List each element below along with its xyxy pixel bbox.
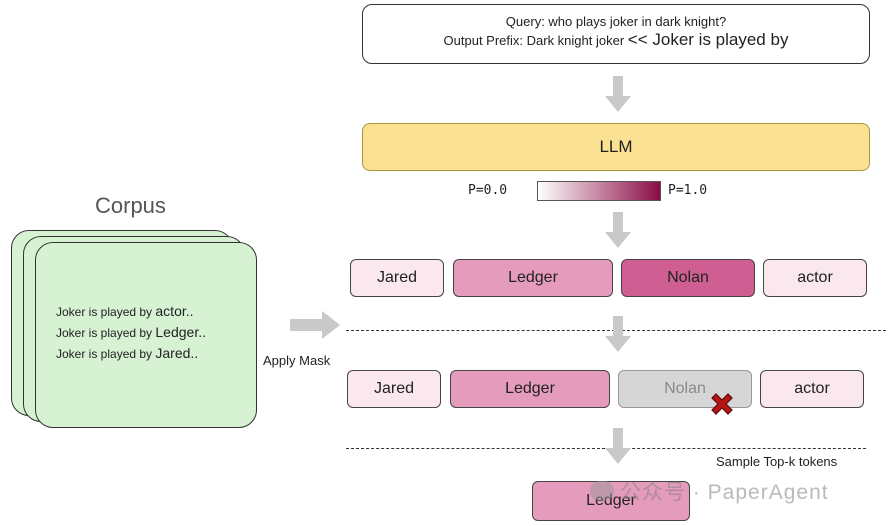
token-label: actor [794,380,830,397]
arrow-down-icon [605,428,631,464]
sentence-word: Jared.. [155,345,199,361]
corpus-card-front [35,242,257,428]
watermark: 公众号 · PaperAgent [590,476,829,506]
arrow-down-icon [605,316,631,352]
arrow-down-icon [605,76,631,112]
watermark-text: 公众号 · PaperAgent [620,481,829,504]
token-after-nolan-masked: Nolan [618,370,752,408]
corpus-sentence: Joker is played by Jared.. [56,343,206,364]
token-label: Jared [376,269,418,286]
apply-mask-label: Apply Mask [263,353,331,368]
query-text: Query: who plays joker in dark knight? [505,14,727,29]
output-prefix: Output Prefix: Dark knight joker << Joke… [363,31,869,50]
sample-topk-label: Sample Top-k tokens [716,454,838,469]
scale-min-label: P=0.0 [468,183,508,198]
token-after-ledger: Ledger [450,370,610,408]
masked-cross-icon [708,390,736,423]
token-before-actor: actor [763,259,867,297]
llm-label: LLM [599,137,633,156]
query-box: Query: who plays joker in dark knight? O… [362,4,870,64]
token-before-ledger: Ledger [453,259,613,297]
scale-max-label: P=1.0 [668,183,708,198]
token-label: Nolan [664,380,706,397]
token-label: actor [797,269,833,286]
wechat-icon [590,481,614,501]
sentence-prefix: Joker is played by [56,326,153,340]
token-label: Nolan [667,269,709,286]
token-label: Jared [373,380,415,397]
output-prefix-label: Output Prefix: Dark knight joker [443,33,625,48]
token-label: Ledger [505,380,555,397]
llm-block: LLM [362,123,870,171]
corpus-sentence: Joker is played by actor.. [56,301,206,322]
sentence-prefix: Joker is played by [56,305,153,319]
token-after-actor: actor [760,370,864,408]
token-before-jared: Jared [350,259,444,297]
probability-gradient-bar [537,181,661,201]
arrow-down-icon [605,212,631,248]
corpus-sentence: Joker is played by Ledger.. [56,322,206,343]
sentence-word: actor.. [155,303,194,319]
arrow-right-icon [290,311,340,339]
token-before-nolan: Nolan [621,259,755,297]
token-after-jared: Jared [347,370,441,408]
sentence-word: Ledger.. [155,324,206,340]
token-label: Ledger [508,269,558,286]
output-prefix-continuation: << Joker is played by [627,30,789,49]
sentence-prefix: Joker is played by [56,347,153,361]
corpus-title: Corpus [95,193,166,218]
corpus-sentences: Joker is played by actor.. Joker is play… [56,301,206,364]
